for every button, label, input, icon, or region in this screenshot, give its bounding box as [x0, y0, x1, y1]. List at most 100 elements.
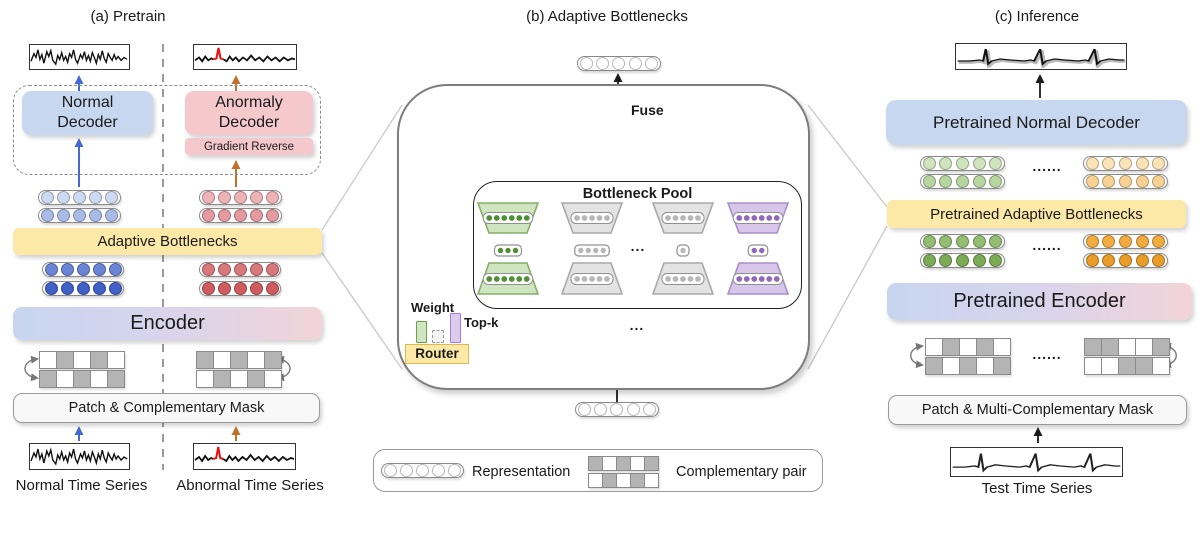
weight-bar-dashed — [432, 330, 444, 343]
bottleneck-column — [559, 202, 625, 295]
masked-patch — [976, 338, 994, 356]
decoder-group-outline — [13, 85, 321, 175]
bottleneck-column — [650, 202, 716, 295]
visible-patch — [616, 473, 631, 488]
visible-patch — [230, 370, 248, 388]
mask-row — [1084, 357, 1170, 375]
token-dot — [1085, 157, 1099, 170]
token-dot — [233, 191, 247, 204]
token-dot — [643, 403, 657, 416]
visible-patch — [247, 351, 265, 369]
token-dot — [989, 254, 1003, 267]
masked-patch — [630, 473, 645, 488]
token-row — [42, 262, 124, 277]
legend-complementary-label: Complementary pair — [676, 464, 807, 480]
token-row — [1083, 234, 1168, 249]
token-dot — [989, 157, 1003, 170]
patch-multi-mask-bar: Patch & Multi-Complementary Mask — [888, 395, 1187, 425]
masked-patch — [616, 456, 631, 471]
token-dot — [922, 157, 936, 170]
weight-bar-green — [416, 321, 427, 343]
token-dot — [250, 191, 264, 204]
token-dot — [217, 209, 231, 222]
ellipsis-tokens-below: ...... — [1032, 237, 1062, 253]
panel-b-title: (b) Adaptive Bottlenecks — [526, 8, 688, 25]
token-dot — [415, 464, 429, 477]
input-representation-row — [575, 402, 659, 417]
up-projection-trapezoid — [651, 202, 715, 234]
router-box: Router — [405, 344, 469, 364]
token-dot — [60, 263, 74, 276]
mask-row — [925, 357, 1011, 375]
bottleneck-representation — [747, 244, 769, 257]
token-row — [38, 190, 121, 205]
token-dot — [989, 175, 1003, 188]
visible-patch — [942, 357, 960, 375]
token-dot — [955, 157, 969, 170]
token-dot — [105, 209, 119, 222]
visible-patch — [976, 357, 994, 375]
normal-time-series-plot — [29, 443, 130, 470]
token-dot — [972, 157, 986, 170]
up-projection-trapezoid — [476, 202, 540, 234]
token-dot — [577, 403, 591, 416]
token-row — [199, 190, 282, 205]
token-dot — [201, 263, 215, 276]
masked-patch — [1118, 357, 1136, 375]
token-dot — [108, 282, 122, 295]
token-dot — [40, 209, 54, 222]
gradient-reverse-label: Gradient Reverse — [203, 140, 295, 153]
visible-patch — [90, 370, 108, 388]
masked-patch — [1084, 338, 1102, 356]
pretrained-encoder-bar: Pretrained Encoder — [887, 283, 1192, 320]
test-time-series-caption: Test Time Series — [981, 480, 1093, 497]
token-dot — [1118, 235, 1132, 248]
masked-patch — [56, 351, 74, 369]
normal-waveform — [30, 447, 128, 466]
token-row — [920, 156, 1005, 171]
token-row — [1083, 253, 1168, 268]
down-projection-trapezoid — [560, 262, 624, 295]
token-dot — [249, 263, 263, 276]
visible-patch — [1084, 357, 1102, 375]
abnormal-time-series-caption: Abnormal Time Series — [176, 477, 324, 494]
normal-decoder-label: Normal Decoder — [57, 94, 118, 131]
masked-patch — [196, 351, 214, 369]
reconstructed-abnormal-series-plot — [193, 44, 297, 70]
token-row — [1083, 174, 1168, 189]
bottleneck-representation — [676, 244, 690, 257]
visible-patch — [1152, 357, 1170, 375]
visible-patch — [196, 370, 214, 388]
token-dot — [76, 263, 90, 276]
token-dot — [1118, 254, 1132, 267]
weight-label: Weight — [411, 300, 455, 315]
token-dot — [594, 403, 608, 416]
token-dot — [939, 235, 953, 248]
down-projection-trapezoid — [651, 262, 715, 295]
fuse-label: Fuse — [631, 102, 664, 118]
token-dot — [939, 175, 953, 188]
ellipsis-masks: ...... — [1032, 346, 1062, 362]
token-row — [920, 253, 1005, 268]
visible-patch — [107, 351, 125, 369]
token-dot — [1118, 157, 1132, 170]
token-dot — [1102, 254, 1116, 267]
token-dot — [1102, 175, 1116, 188]
token-dot — [72, 191, 86, 204]
adaptive-bottlenecks-label: Adaptive Bottlenecks — [97, 233, 238, 250]
normal-time-series-caption: Normal Time Series — [15, 477, 148, 494]
mask-row — [925, 338, 1011, 356]
pretrained-normal-decoder-label: Pretrained Normal Decoder — [933, 112, 1140, 132]
token-dot — [922, 254, 936, 267]
panel-a-title: (a) Pretrain — [90, 8, 166, 25]
masked-patch — [588, 456, 603, 471]
switch-ellipsis: ... — [629, 317, 645, 333]
token-dot — [645, 57, 659, 70]
fused-representation-row — [577, 56, 661, 71]
token-dot — [955, 235, 969, 248]
token-dot — [40, 191, 54, 204]
token-dot — [201, 191, 215, 204]
bottleneck-representation — [493, 244, 523, 257]
token-dot — [92, 282, 106, 295]
normal-decoder-box: Normal Decoder — [22, 91, 153, 135]
